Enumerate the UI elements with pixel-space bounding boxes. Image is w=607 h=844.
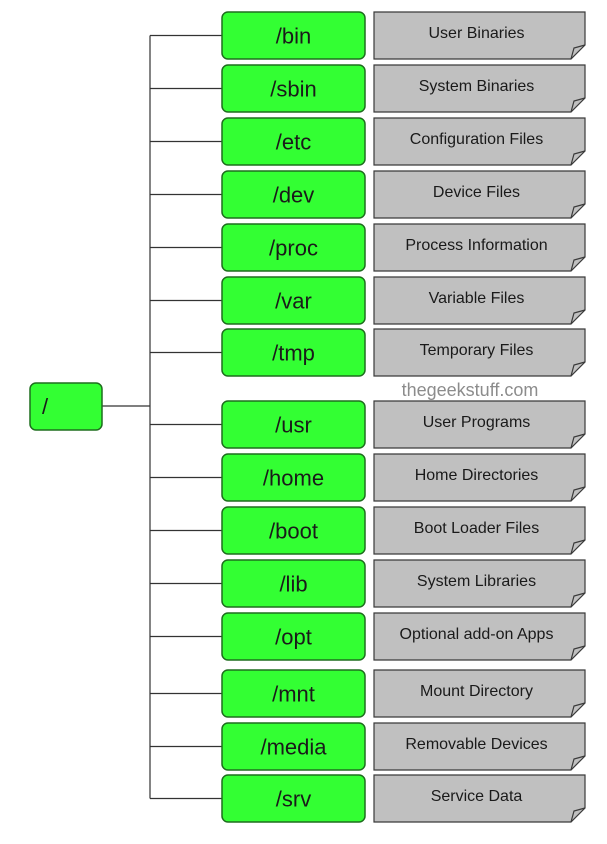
- dir-name-lib: /lib: [279, 572, 307, 597]
- dir-name-mnt: /mnt: [272, 682, 315, 707]
- desc-fold-srv: [570, 807, 586, 823]
- dir-desc-lib: System Libraries: [417, 573, 536, 590]
- dir-name-tmp: /tmp: [272, 341, 315, 366]
- dir-row-bin: /bin User Binaries: [221, 11, 586, 60]
- dir-name-srv: /srv: [276, 787, 311, 812]
- dir-row-media: /media Removable Devices: [221, 722, 586, 771]
- desc-box-sbin: [373, 64, 586, 113]
- desc-fold-dev: [570, 203, 586, 219]
- root-box: [29, 382, 103, 431]
- desc-box-etc: [373, 117, 586, 166]
- desc-fold-opt: [570, 645, 586, 661]
- dir-name-usr: /usr: [275, 413, 312, 438]
- dir-box-var: [221, 276, 366, 325]
- dir-desc-proc: Process Information: [405, 237, 547, 254]
- dir-name-boot: /boot: [269, 519, 318, 544]
- dir-desc-sbin: System Binaries: [419, 78, 535, 95]
- dir-desc-media: Removable Devices: [405, 736, 547, 753]
- desc-box-var: [373, 276, 586, 325]
- dir-row-sbin: /sbin System Binaries: [221, 64, 586, 113]
- dir-row-boot: /boot Boot Loader Files: [221, 506, 586, 555]
- dir-box-home: [221, 453, 366, 502]
- dir-desc-etc: Configuration Files: [410, 131, 543, 148]
- dir-desc-mnt: Mount Directory: [420, 683, 533, 700]
- desc-box-lib: [373, 559, 586, 608]
- desc-fold-boot: [570, 539, 586, 555]
- dir-name-etc: /etc: [276, 130, 311, 155]
- dir-name-bin: /bin: [276, 24, 311, 49]
- desc-box-mnt: [373, 669, 586, 718]
- desc-box-usr: [373, 400, 586, 449]
- dir-name-media: /media: [260, 735, 327, 760]
- dir-row-home: /home Home Directories: [221, 453, 586, 502]
- dir-box-tmp: [221, 328, 366, 377]
- desc-fold-proc: [570, 256, 586, 272]
- dir-box-bin: [221, 11, 366, 60]
- desc-box-tmp: [373, 328, 586, 377]
- root-node: /: [29, 382, 103, 431]
- dir-box-boot: [221, 506, 366, 555]
- dir-box-srv: [221, 774, 366, 823]
- dir-box-etc: [221, 117, 366, 166]
- desc-fold-var: [570, 309, 586, 325]
- dir-box-lib: [221, 559, 366, 608]
- desc-box-srv: [373, 774, 586, 823]
- root-label: /: [42, 394, 49, 419]
- dir-name-dev: /dev: [273, 183, 315, 208]
- desc-fold-lib: [570, 592, 586, 608]
- dir-desc-var: Variable Files: [429, 290, 525, 307]
- desc-box-media: [373, 722, 586, 771]
- dir-name-sbin: /sbin: [270, 77, 316, 102]
- desc-box-opt: [373, 612, 586, 661]
- dir-row-mnt: /mnt Mount Directory: [221, 669, 586, 718]
- dir-box-usr: [221, 400, 366, 449]
- desc-fold-tmp: [570, 361, 586, 377]
- dir-row-var: /var Variable Files: [221, 276, 586, 325]
- dir-name-proc: /proc: [269, 236, 318, 261]
- desc-fold-sbin: [570, 97, 586, 113]
- dir-box-mnt: [221, 669, 366, 718]
- dir-row-tmp: /tmp Temporary Files: [221, 328, 586, 377]
- dir-desc-usr: User Programs: [423, 414, 531, 431]
- dir-desc-home: Home Directories: [415, 467, 539, 484]
- dir-row-srv: /srv Service Data: [221, 774, 586, 823]
- desc-fold-mnt: [570, 702, 586, 718]
- desc-fold-bin: [570, 44, 586, 60]
- dir-row-etc: /etc Configuration Files: [221, 117, 586, 166]
- dir-box-proc: [221, 223, 366, 272]
- dir-desc-srv: Service Data: [431, 788, 523, 805]
- dir-box-opt: [221, 612, 366, 661]
- desc-box-proc: [373, 223, 586, 272]
- dir-desc-dev: Device Files: [433, 184, 520, 201]
- tree-connectors: [102, 34, 222, 800]
- dir-name-var: /var: [275, 289, 312, 314]
- desc-box-home: [373, 453, 586, 502]
- desc-fold-media: [570, 755, 586, 771]
- watermark: thegeekstuff.com: [402, 380, 539, 400]
- dir-name-opt: /opt: [275, 625, 312, 650]
- dir-desc-boot: Boot Loader Files: [414, 520, 539, 537]
- dir-row-lib: /lib System Libraries: [221, 559, 586, 608]
- dir-desc-tmp: Temporary Files: [420, 342, 534, 359]
- desc-box-boot: [373, 506, 586, 555]
- desc-fold-home: [570, 486, 586, 502]
- desc-box-dev: [373, 170, 586, 219]
- dir-row-opt: /opt Optional add-on Apps: [221, 612, 586, 661]
- dir-row-dev: /dev Device Files: [221, 170, 586, 219]
- dir-row-usr: /usr User Programs: [221, 400, 586, 449]
- desc-fold-usr: [570, 433, 586, 449]
- dir-box-sbin: [221, 64, 366, 113]
- desc-box-bin: [373, 11, 586, 60]
- directory-rows: /bin User Binaries/sbin System Binaries/et…: [221, 11, 586, 823]
- dir-desc-opt: Optional add-on Apps: [400, 626, 554, 643]
- dir-box-media: [221, 722, 366, 771]
- dir-box-dev: [221, 170, 366, 219]
- desc-fold-etc: [570, 150, 586, 166]
- dir-row-proc: /proc Process Information: [221, 223, 586, 272]
- dir-desc-bin: User Binaries: [428, 25, 524, 42]
- dir-name-home: /home: [263, 466, 324, 491]
